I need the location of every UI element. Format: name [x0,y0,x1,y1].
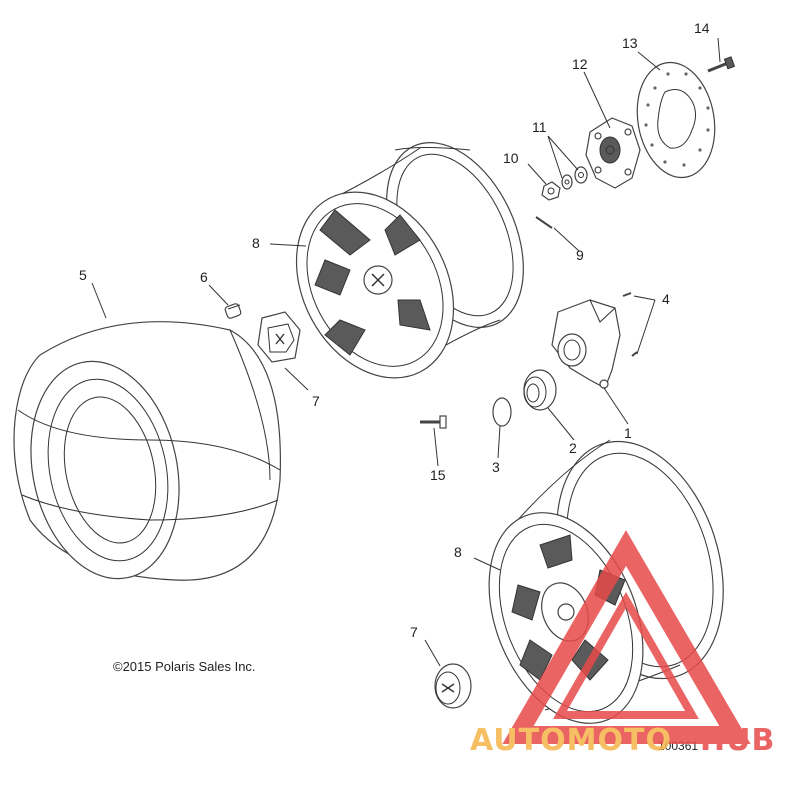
pins [622,292,638,357]
tire [13,321,282,581]
callout-11: 11 [532,119,547,135]
callout-6: 6 [200,269,208,285]
washers [561,166,588,190]
wheel-spokes [314,209,431,356]
callout-7-lower: 7 [410,624,418,640]
center-cap-upper [257,311,301,363]
wheel-hub [585,117,641,189]
brake-bolt [707,56,736,73]
callout-14: 14 [694,20,710,36]
callout-3: 3 [492,459,500,475]
callout-8-lower: 8 [454,544,462,560]
watermark-logo: AUTOMOTO HUB [470,530,775,758]
callout-8-upper: 8 [252,235,260,251]
hub-knuckle [551,299,621,389]
callout-2: 2 [569,440,577,456]
cotter-pin [535,216,553,229]
watermark-text-b: HUB [700,723,775,758]
leader-lines [91,37,721,667]
bearing [523,369,557,411]
callout-13: 13 [622,35,638,51]
copyright-notice: ©2015 Polaris Sales Inc. [113,659,256,674]
callout-7-upper: 7 [312,393,320,409]
upper-wheel [295,142,524,379]
center-cap-lower [434,663,472,709]
callout-5: 5 [79,267,87,283]
callout-labels: 5 6 8 7 9 10 11 12 13 14 4 1 2 3 15 8 7 [79,20,710,640]
callout-4: 4 [662,291,670,307]
callout-12: 12 [572,56,588,72]
brake-disc [636,61,716,179]
callout-9: 9 [576,247,584,263]
retaining-ring [492,397,512,427]
lug-nut [224,303,242,319]
watermark-text-a: AUTOMOTO [470,723,672,758]
axle-nut [541,181,561,201]
callout-10: 10 [503,150,519,166]
callout-1: 1 [624,425,632,441]
wheel-stud [420,415,447,429]
callout-15: 15 [430,467,446,483]
